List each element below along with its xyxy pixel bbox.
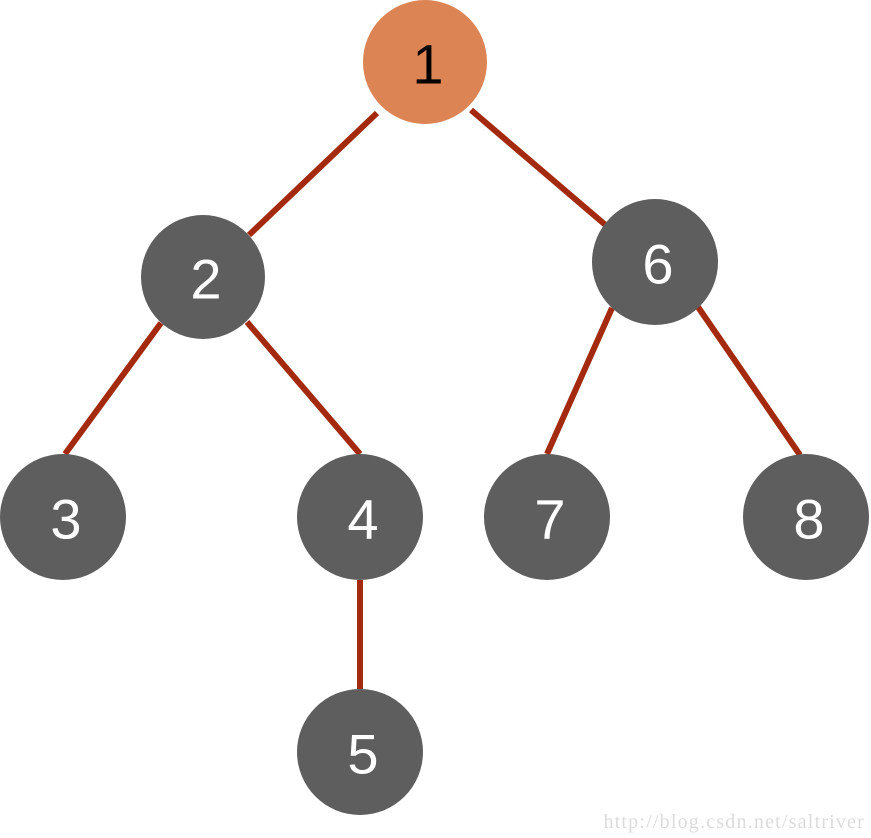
node-label-3: 3: [50, 488, 81, 551]
node-label-4: 4: [347, 488, 378, 551]
tree-edge-6-7: [544, 306, 615, 456]
node-circle-4[interactable]: [297, 454, 423, 580]
tree-node-3[interactable]: 3: [0, 454, 126, 580]
tree-node-7[interactable]: 7: [484, 454, 610, 580]
nodes-layer: 1 2 6 3 4 7 8 5: [0, 0, 869, 815]
node-circle-8[interactable]: [743, 454, 869, 580]
node-circle-6[interactable]: [592, 199, 718, 325]
tree-node-6[interactable]: 6: [592, 199, 718, 325]
tree-edge-2-4: [244, 320, 363, 456]
tree-node-4[interactable]: 4: [297, 454, 423, 580]
edges-layer: [62, 107, 803, 689]
tree-node-2[interactable]: 2: [141, 215, 265, 339]
node-label-6: 6: [642, 233, 673, 296]
node-label-5: 5: [347, 723, 378, 786]
node-circle-5[interactable]: [297, 689, 423, 815]
tree-node-5[interactable]: 5: [297, 689, 423, 815]
node-label-2: 2: [190, 248, 221, 311]
node-circle-2[interactable]: [141, 215, 265, 339]
node-label-7: 7: [534, 488, 565, 551]
node-circle-3[interactable]: [0, 454, 126, 580]
tree-edge-1-2: [246, 110, 380, 238]
watermark-text: http://blog.csdn.net/saltriver: [603, 811, 865, 833]
tree-node-8[interactable]: 8: [743, 454, 869, 580]
tree-edge-2-3: [62, 321, 164, 456]
node-label-8: 8: [793, 488, 824, 551]
node-circle-7[interactable]: [484, 454, 610, 580]
tree-edge-1-6: [469, 107, 611, 231]
node-label-1: 1: [412, 33, 443, 96]
node-circle-1[interactable]: [363, 0, 487, 124]
tree-node-1[interactable]: 1: [363, 0, 487, 124]
tree-edge-6-8: [695, 305, 803, 457]
